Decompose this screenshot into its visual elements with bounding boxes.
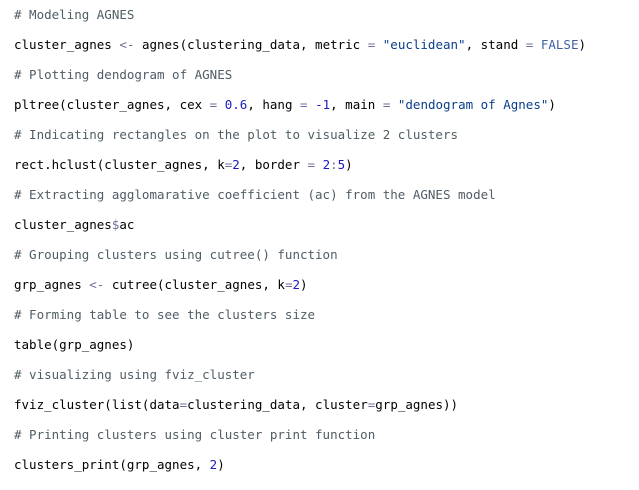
code-text: , hang [247, 97, 300, 112]
code-text: rect.hclust(cluster_agnes, k [14, 157, 225, 172]
code-number: 0.6 [224, 97, 248, 112]
code-text [217, 97, 225, 112]
code-text: fviz_cluster(list(data [14, 397, 180, 412]
code-comment: # Modeling AGNES [14, 7, 135, 22]
code-line[interactable]: # visualizing using fviz_cluster [14, 360, 639, 390]
code-number: 2 [292, 277, 301, 292]
code-text [533, 37, 541, 52]
code-text: clusters_print(grp_agnes, [14, 457, 210, 472]
code-line[interactable]: table(grp_agnes) [14, 330, 639, 360]
code-text: cutree(cluster_agnes, k [104, 277, 285, 292]
code-comment: # Grouping clusters using cutree() funct… [14, 247, 338, 262]
code-constant: FALSE [540, 37, 579, 52]
code-line[interactable]: # Extracting agglomarative coefficient (… [14, 180, 639, 210]
code-operator: = [224, 157, 233, 172]
code-comment: # visualizing using fviz_cluster [14, 367, 255, 382]
code-operator: <- [89, 277, 105, 292]
code-text [390, 97, 398, 112]
code-number: 5 [337, 157, 346, 172]
code-text: pltree(cluster_agnes, cex [14, 97, 210, 112]
code-comment: # Extracting agglomarative coefficient (… [14, 187, 496, 202]
code-comment: # Plotting dendogram of AGNES [14, 67, 233, 82]
code-text: ) [300, 277, 308, 292]
code-operator: <- [119, 37, 135, 52]
code-string: "dendogram of Agnes" [397, 97, 549, 112]
code-comment: # Forming table to see the clusters size [14, 307, 316, 322]
code-line[interactable]: rect.hclust(cluster_agnes, k=2, border =… [14, 150, 639, 180]
code-text: , main [330, 97, 383, 112]
code-operator: = [367, 397, 376, 412]
code-operator: = [525, 37, 534, 52]
code-text: ) [345, 157, 353, 172]
code-text: agnes(clustering_data, metric [134, 37, 368, 52]
code-line[interactable]: # Plotting dendogram of AGNES [14, 60, 639, 90]
code-text: grp_agnes [14, 277, 90, 292]
code-text: clustering_data, cluster [187, 397, 368, 412]
code-operator: = [284, 277, 293, 292]
code-operator: : [330, 157, 338, 172]
code-text: ) [578, 37, 587, 52]
code-line[interactable]: pltree(cluster_agnes, cex = 0.6, hang = … [14, 90, 639, 120]
code-operator: = [209, 97, 218, 112]
code-line[interactable]: fviz_cluster(list(data=clustering_data, … [14, 390, 639, 420]
code-operator: = [367, 37, 376, 52]
code-number: 2 [322, 157, 331, 172]
code-text: ) [217, 457, 225, 472]
code-line[interactable]: # Printing clusters using cluster print … [14, 420, 639, 450]
code-operator: = [300, 97, 308, 112]
code-text: ac [119, 217, 135, 232]
code-line[interactable]: clusters_print(grp_agnes, 2) [14, 450, 639, 480]
code-line[interactable]: cluster_agnes$ac [14, 210, 639, 240]
code-text: ) [548, 97, 556, 112]
code-text: cluster_agnes [14, 217, 112, 232]
code-text: table(grp_agnes) [14, 337, 135, 352]
code-line[interactable]: cluster_agnes <- agnes(clustering_data, … [14, 30, 639, 60]
code-line[interactable]: # Forming table to see the clusters size [14, 300, 639, 330]
code-comment: # Indicating rectangles on the plot to v… [14, 127, 459, 142]
code-line[interactable]: # Indicating rectangles on the plot to v… [14, 120, 639, 150]
code-text [308, 97, 316, 112]
code-number: 2 [209, 457, 218, 472]
code-line[interactable]: # Modeling AGNES [14, 0, 639, 30]
code-operator: = [382, 97, 391, 112]
code-line[interactable]: grp_agnes <- cutree(cluster_agnes, k=2) [14, 270, 639, 300]
code-comment: # Printing clusters using cluster print … [14, 427, 376, 442]
code-number: -1 [315, 97, 331, 112]
code-number: 2 [232, 157, 240, 172]
code-text: cluster_agnes [14, 37, 120, 52]
code-text: grp_agnes)) [375, 397, 459, 412]
code-operator: = [179, 397, 188, 412]
code-operator: $ [111, 217, 120, 232]
code-text: , border [239, 157, 308, 172]
code-operator: = [307, 157, 316, 172]
code-text: , stand [465, 37, 526, 52]
code-line[interactable]: # Grouping clusters using cutree() funct… [14, 240, 639, 270]
code-text [315, 157, 323, 172]
code-string: "euclidean" [382, 37, 466, 52]
code-text [375, 37, 383, 52]
